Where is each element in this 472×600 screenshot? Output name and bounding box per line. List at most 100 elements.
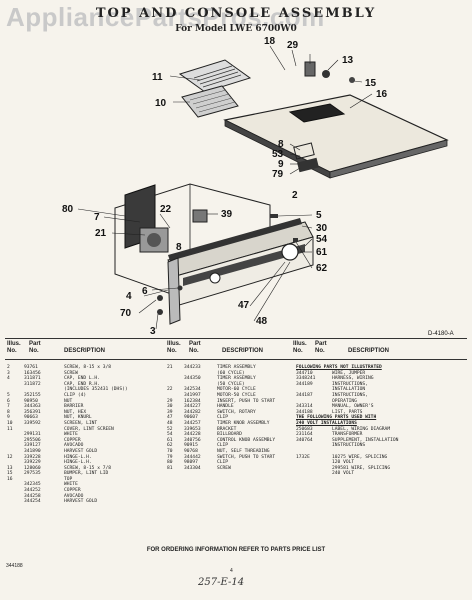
section-heading: 240 VOLT INSTALLATIONS [296, 420, 357, 426]
illus-number: 39 [167, 409, 173, 415]
callout-70: 70 [120, 308, 132, 319]
illus-number: 8 [7, 409, 10, 415]
part-number: 344363 [24, 404, 41, 410]
model-subtitle: For Model LWE 6700W0 [175, 24, 297, 34]
part-number: 344227 [184, 404, 201, 410]
part-description: SCREW [64, 370, 78, 376]
part-description: CLIP (4) [64, 392, 87, 398]
illus-number: 47 [167, 415, 173, 421]
control-knob [209, 272, 221, 284]
part-description: TIMER ASSEMBLY [217, 365, 256, 370]
part-number: 339592 [24, 420, 41, 426]
illus-number: 2 [7, 365, 10, 370]
part-description: CONTROL KNOB ASSEMBLY [217, 437, 276, 443]
callout-8-top: 8 [278, 139, 284, 150]
section-heading: FOLLOWING PARTS NOT ILLUSTRATED [296, 365, 382, 370]
illus-number: 12 [7, 454, 13, 460]
part-number: 344257 [184, 420, 201, 426]
table-row: 11 COVER, LINT SCREEN [7, 427, 162, 433]
part-description: AVOCADO [64, 443, 84, 449]
illus-number: 52 [167, 426, 173, 432]
part-description: LIST, PARTS [332, 409, 363, 415]
part-description: TOP [64, 476, 73, 482]
part-number: 339229 [24, 460, 41, 466]
part-description: SCREW [217, 465, 231, 471]
part-number: 90663 [24, 415, 38, 421]
illus-number: 13 [7, 465, 13, 471]
callout-13: 13 [342, 55, 354, 66]
part-number: 311871 [24, 376, 41, 382]
part-number: 344187 [296, 392, 313, 398]
part-description: CAP, END R.H. [64, 381, 100, 387]
part-number: 344710 [296, 370, 313, 376]
table-row: FOLLOWING PARTS NOT ILLUSTRATED [296, 365, 466, 371]
illus-number: 11 [7, 426, 13, 432]
callout-21: 21 [95, 228, 107, 239]
clip-62 [293, 238, 298, 242]
callout-22: 22 [160, 204, 172, 215]
illus-number: 21 [167, 365, 173, 370]
part-description: CAP, END L.H. [64, 376, 100, 382]
table-row: 299581 WIRE, SPLICING [296, 466, 466, 472]
nut-6 [177, 285, 183, 291]
top-panel-side-edge [329, 139, 448, 179]
page-title: TOP AND CONSOLE ASSEMBLY [95, 6, 377, 21]
section-heading: THE FOLLOWING PARTS USED WITH [296, 415, 377, 421]
callout-15: 15 [365, 78, 377, 89]
part-description: BARRIER [64, 404, 84, 410]
part-description: NUT [64, 398, 73, 404]
part-number: 344350 [184, 376, 201, 382]
part-number: 295506 [24, 437, 41, 443]
illus-number: 81 [167, 465, 173, 471]
table-row: 240 VOLT [296, 471, 466, 477]
part-description: SCREW, 8-15 x 3/8 [64, 365, 112, 370]
ordering-footer: FOR ORDERING INFORMATION REFER TO PARTS … [146, 547, 326, 553]
part-description: BRACKET [217, 426, 237, 432]
part-number: 339653 [184, 426, 201, 432]
part-number: 339228 [24, 454, 41, 460]
part-description: HINGE-L.H. [64, 454, 92, 460]
part-description: COVER, LINT SCREEN [64, 426, 114, 432]
callout-5: 5 [316, 210, 322, 221]
table-header-rule [5, 359, 467, 360]
part-description: MOTOR-50 CYCLE [217, 392, 256, 398]
callout-29: 29 [287, 40, 299, 51]
document-number: 344188 [6, 563, 23, 569]
illus-number: 54 [167, 432, 173, 438]
part-number: 341997 [184, 392, 201, 398]
callout-30: 30 [316, 223, 328, 234]
table-row: THE FOLLOWING PARTS USED WITH [296, 415, 466, 421]
exploded-diagram: 11 18 29 13 15 16 10 8 53 9 79 80 7 22 3… [62, 36, 454, 337]
lint-screen-mesh [189, 89, 236, 113]
timer-motor [147, 233, 161, 247]
illus-number: 61 [167, 437, 173, 443]
part-description: CLIP [217, 460, 229, 466]
part-number: 344188 [296, 409, 313, 415]
part-description: HANDLE [217, 404, 234, 410]
part-number: 163456 [24, 370, 41, 376]
part-description: BILLBOARD [217, 432, 242, 438]
part-number: 162384 [184, 398, 201, 404]
table-row: 52 339653 BRACKET [167, 427, 292, 433]
part-description: WHITE [64, 482, 78, 488]
